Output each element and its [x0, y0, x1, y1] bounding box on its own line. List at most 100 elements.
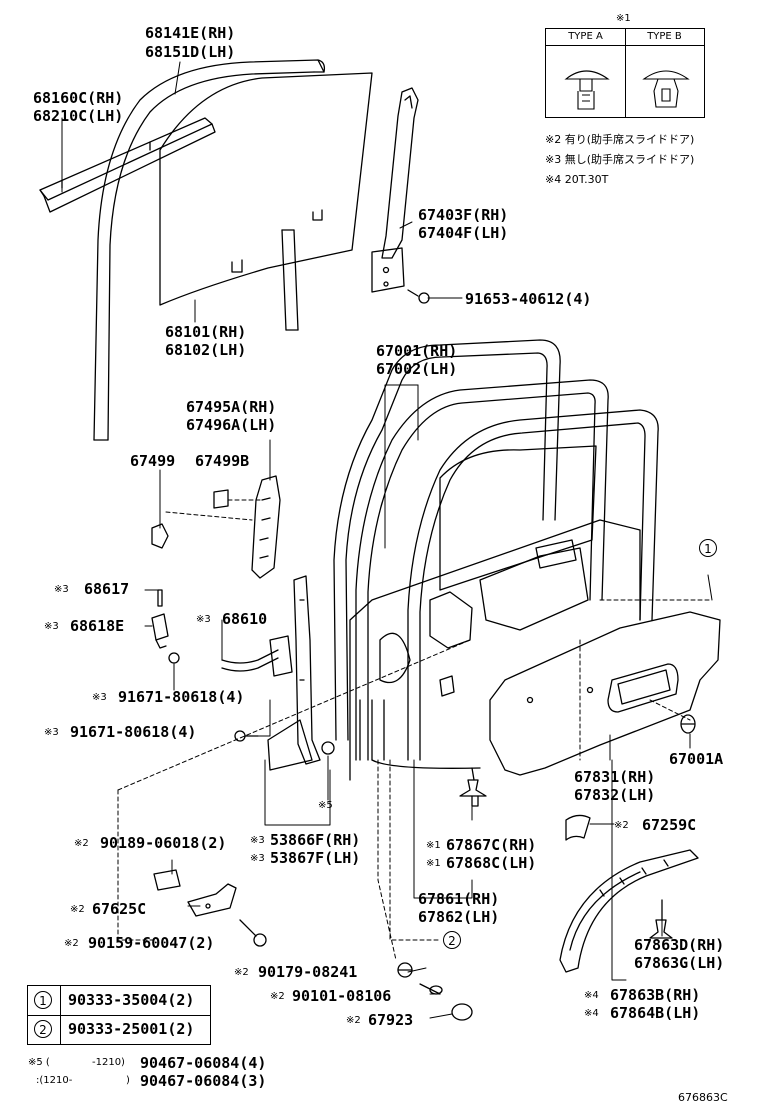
- label-68210C[interactable]: 68210C(LH): [33, 107, 124, 125]
- belt-weatherstrip-drawing: [39, 117, 216, 213]
- label-68617[interactable]: 68617: [84, 580, 130, 598]
- type-table-note: ※1: [616, 13, 631, 24]
- callout-2: 2: [443, 931, 461, 949]
- label-90179[interactable]: 90179-08241: [258, 963, 358, 981]
- label-67404F[interactable]: 67404F(LH): [418, 224, 509, 242]
- footnote-part-2[interactable]: 90467-06084(3): [140, 1072, 267, 1090]
- door-trim-panel-drawing: [489, 611, 721, 776]
- label-90101[interactable]: 90101-08106: [292, 987, 392, 1005]
- note-4: ※4 20T.30T: [545, 173, 609, 186]
- label-67863G[interactable]: 67863G(LH): [634, 954, 725, 972]
- mark-53867F: ※3: [250, 853, 265, 864]
- mark-90189: ※2: [74, 838, 89, 849]
- label-68618E[interactable]: 68618E: [70, 617, 125, 635]
- door-glass-drawing: [159, 72, 373, 306]
- mark-68610: ※3: [196, 614, 211, 625]
- mark-5: ※5: [318, 800, 333, 811]
- label-67832[interactable]: 67832(LH): [574, 786, 656, 804]
- mark-67868C: ※1: [426, 858, 441, 869]
- bolt-91653-drawing: [407, 289, 430, 304]
- label-67868C[interactable]: 67868C(LH): [446, 854, 537, 872]
- label-67499B[interactable]: 67499B: [195, 452, 250, 470]
- label-68160C[interactable]: 68160C(RH): [33, 89, 124, 107]
- legend-num: 1: [34, 991, 52, 1009]
- label-68141E[interactable]: 68141E(RH): [145, 24, 236, 42]
- label-91653[interactable]: 91653-40612(4): [465, 290, 592, 308]
- mark-90179: ※2: [234, 967, 249, 978]
- label-67867C[interactable]: 67867C(RH): [446, 836, 537, 854]
- door-inner-panel-drawing: [359, 539, 589, 761]
- clip-67001A-drawing: [680, 714, 696, 734]
- legend-row: 2 90333-25001(2): [28, 1015, 210, 1044]
- label-67923[interactable]: 67923: [368, 1011, 414, 1029]
- mark-67863B: ※4: [584, 990, 599, 1001]
- label-90159[interactable]: 90159-60047(2): [88, 934, 215, 952]
- leader-lines: [61, 61, 713, 1019]
- footnote-range-1: -1210): [92, 1057, 125, 1068]
- legend-value[interactable]: 90333-25001(2): [68, 1020, 195, 1038]
- legend-num-cell: 2: [28, 1015, 61, 1044]
- legend-table: 1 90333-35004(2) 2 90333-25001(2): [27, 985, 211, 1045]
- type-a-header: TYPE A: [546, 29, 626, 46]
- wheel-arch-moulding-drawing: [559, 849, 699, 973]
- type-b-header: TYPE B: [625, 29, 704, 46]
- label-67863D[interactable]: 67863D(RH): [634, 936, 725, 954]
- footnote-range-2-close: ): [126, 1075, 130, 1086]
- note-3: ※3 無し(助手席スライドドア): [545, 153, 695, 166]
- clip-67863D-drawing: [649, 899, 673, 939]
- label-53866F[interactable]: 53866F(RH): [270, 831, 361, 849]
- legend-num-cell: 1: [28, 986, 61, 1015]
- footnote-range-2: :(1210-: [36, 1075, 73, 1086]
- label-67002[interactable]: 67002(LH): [376, 360, 458, 378]
- label-67499[interactable]: 67499: [130, 452, 176, 470]
- label-68101[interactable]: 68101(RH): [165, 323, 247, 341]
- dashed-guides: [117, 499, 711, 961]
- label-68102[interactable]: 68102(LH): [165, 341, 247, 359]
- mark-53866F: ※3: [250, 835, 265, 846]
- label-67001[interactable]: 67001(RH): [376, 342, 458, 360]
- footnote-part-1[interactable]: 90467-06084(4): [140, 1054, 267, 1072]
- clip-type-table: TYPE A TYPE B: [545, 28, 705, 118]
- door-weatherstrip-drawing: [333, 339, 659, 781]
- label-67863B[interactable]: 67863B(RH): [610, 986, 701, 1004]
- bolts-misc-drawing: [397, 962, 473, 1021]
- legend-value[interactable]: 90333-35004(2): [68, 991, 195, 1009]
- check-arm-drawing: [221, 635, 293, 677]
- mark-90159: ※2: [64, 938, 79, 949]
- label-68610[interactable]: 68610: [222, 610, 268, 628]
- glass-run-channel-drawing: [93, 59, 326, 441]
- label-67862[interactable]: 67862(LH): [418, 908, 500, 926]
- moulding-67259C-drawing: [565, 814, 591, 841]
- label-90189[interactable]: 90189-06018(2): [100, 834, 227, 852]
- label-68151D[interactable]: 68151D(LH): [145, 43, 236, 61]
- label-53867F[interactable]: 53867F(LH): [270, 849, 361, 867]
- label-67496A[interactable]: 67496A(LH): [186, 416, 277, 434]
- edge-weatherstrip-drawing: [267, 575, 321, 771]
- type-a-clip-icon: [564, 70, 610, 110]
- clip-67867C-drawing: [459, 767, 487, 807]
- footnote-mark: ※5 (: [28, 1057, 50, 1068]
- diagram-id: 676863C: [678, 1091, 728, 1104]
- legend-num: 2: [34, 1020, 52, 1038]
- door-check-drawing: [213, 475, 281, 579]
- type-b-clip-icon: [642, 70, 690, 108]
- type-table-divider: [625, 45, 626, 117]
- label-67864B[interactable]: 67864B(LH): [610, 1004, 701, 1022]
- label-67831[interactable]: 67831(RH): [574, 768, 656, 786]
- label-91671a[interactable]: 91671-80618(4): [118, 688, 245, 706]
- note-2: ※2 有り(助手席スライドドア): [545, 133, 695, 146]
- label-67625C[interactable]: 67625C: [92, 900, 147, 918]
- mark-67259C: ※2: [614, 820, 629, 831]
- mark-68617: ※3: [54, 584, 69, 595]
- mark-68618E: ※3: [44, 621, 59, 632]
- label-67259C[interactable]: 67259C: [642, 816, 697, 834]
- label-67403F[interactable]: 67403F(RH): [418, 206, 509, 224]
- label-67495A[interactable]: 67495A(RH): [186, 398, 277, 416]
- label-67001A[interactable]: 67001A: [669, 750, 724, 768]
- mark-67864B: ※4: [584, 1008, 599, 1019]
- label-91671b[interactable]: 91671-80618(4): [70, 723, 197, 741]
- mark-67867C: ※1: [426, 840, 441, 851]
- mark-91671a: ※3: [92, 692, 107, 703]
- label-67861[interactable]: 67861(RH): [418, 890, 500, 908]
